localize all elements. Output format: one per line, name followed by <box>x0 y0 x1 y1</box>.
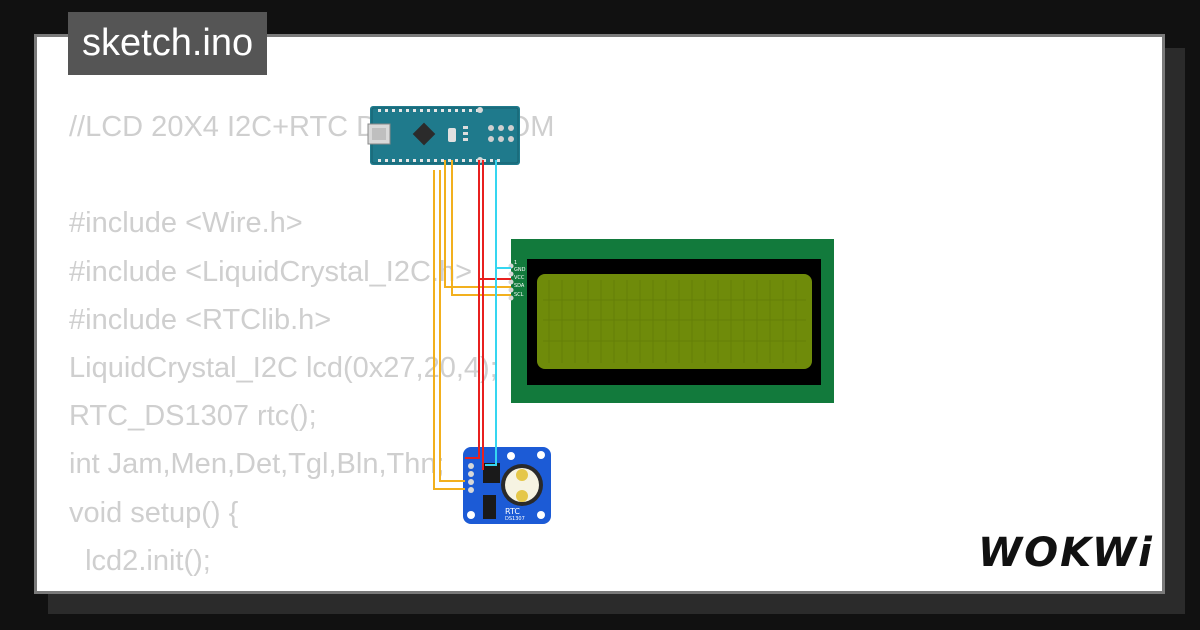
rtc-chip-label: DS1307 <box>505 516 525 522</box>
wires <box>433 160 511 490</box>
code-line: void setup() { <box>69 496 239 529</box>
wokwi-logo[interactable]: WOKWi <box>978 528 1158 578</box>
lcd-20x4[interactable]: 1 GND VCC SDA SCL <box>508 239 835 403</box>
rtc-label: RTC <box>505 507 520 516</box>
code-line: lcd2.init(); <box>69 544 211 577</box>
code-line: RTC_DS1307 rtc(); <box>69 400 317 433</box>
lcd-pin-label: 1 <box>514 260 517 266</box>
code-line: #include <RTClib.h> <box>69 303 332 336</box>
code-line: #include <Wire.h> <box>69 207 303 240</box>
code-line: int Jam,Men,Det,Tgl,Bln,Thn; <box>69 448 445 481</box>
code-line: #include <LiquidCrystal_I2C.h> <box>69 255 473 288</box>
lcd-pin-label: GND <box>514 267 526 273</box>
rtc-ds1307[interactable]: RTC DS1307 <box>463 447 551 524</box>
code-preview: //LCD 20X4 I2C+RTC DS1307 FROM#include <… <box>69 103 554 591</box>
wokwi-logo-text: WOKWi <box>978 530 1154 576</box>
lcd-pin-label: VCC <box>514 275 525 281</box>
lcd-pin-label: SCL <box>514 292 524 298</box>
code-line: LiquidCrystal_I2C lcd(0x27,20,4); <box>69 351 498 384</box>
arduino-nano[interactable] <box>367 106 520 165</box>
file-tab[interactable]: sketch.ino <box>68 12 268 75</box>
lcd-pin-label: SDA <box>514 283 525 289</box>
